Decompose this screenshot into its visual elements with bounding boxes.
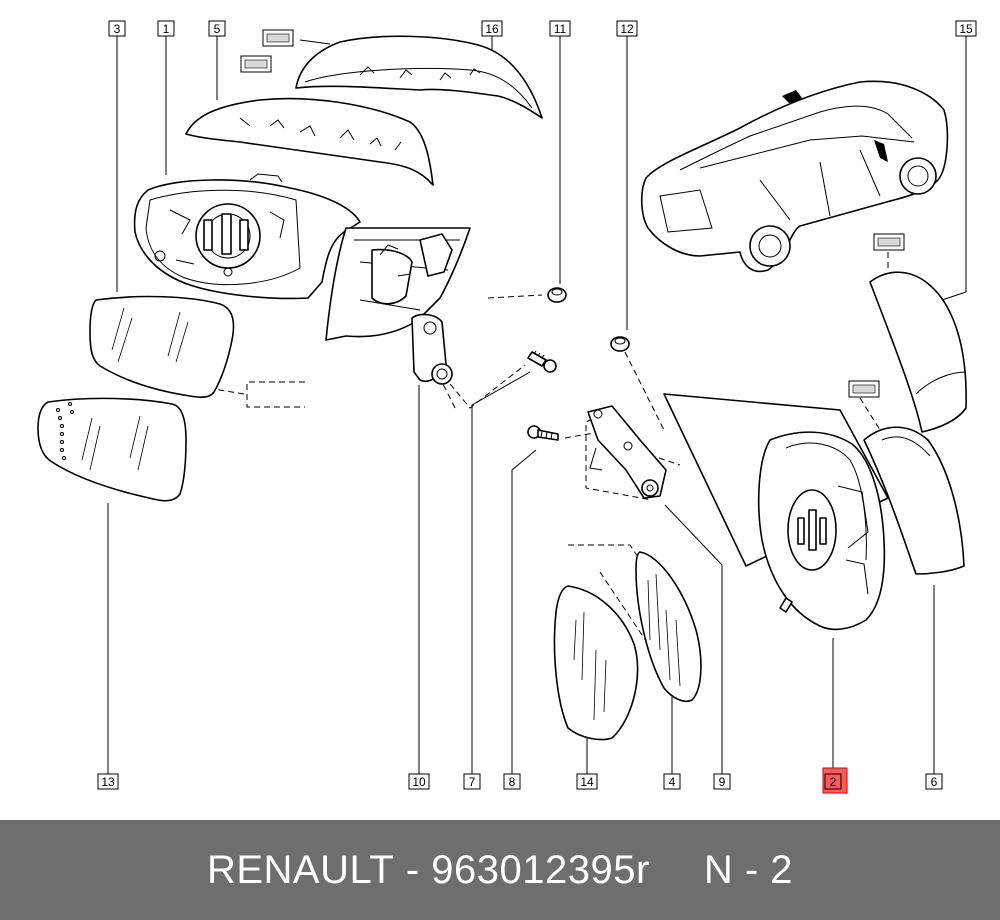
part-6-cover — [863, 426, 965, 575]
callout-11: 11 — [549, 20, 571, 37]
part-9-bracket — [587, 405, 667, 499]
callout-10: 10 — [408, 773, 430, 790]
svg-text:2: 2 — [830, 775, 837, 789]
exploded-mirror-diagram: 3 1 5 16 11 12 15 13 10 7 8 14 4 9 2 6 — [37, 20, 977, 794]
callout-1: 1 — [157, 20, 175, 37]
part-number: 963012395r — [431, 847, 650, 892]
svg-text:16: 16 — [485, 22, 499, 36]
svg-text:9: 9 — [719, 775, 726, 789]
part-12-clip — [610, 336, 630, 352]
part-8-screw — [527, 425, 559, 441]
separator: - — [405, 847, 420, 892]
reference-code: N - 2 — [703, 847, 794, 892]
svg-text:10: 10 — [412, 775, 426, 789]
callout-2-highlighted: 2 — [822, 767, 848, 794]
callout-3: 3 — [108, 20, 126, 37]
callout-8: 8 — [503, 773, 521, 790]
svg-text:13: 13 — [101, 775, 115, 789]
part-15-cover — [869, 271, 967, 433]
brand-name: RENAULT — [206, 847, 395, 892]
callout-16: 16 — [481, 20, 503, 37]
part-14-glass — [553, 585, 639, 741]
part-2-mirror-assembly — [757, 431, 886, 631]
part-7-screw — [527, 350, 557, 373]
svg-text:3: 3 — [114, 22, 121, 36]
svg-text:14: 14 — [580, 775, 594, 789]
svg-text:5: 5 — [214, 22, 221, 36]
part-4-glass — [635, 551, 702, 703]
part-11-clip — [547, 287, 567, 303]
callout-9: 9 — [713, 773, 731, 790]
callout-12: 12 — [616, 20, 638, 37]
callout-6: 6 — [925, 773, 943, 790]
callout-4: 4 — [663, 773, 681, 790]
callout-7: 7 — [463, 773, 481, 790]
svg-text:1: 1 — [163, 22, 170, 36]
svg-text:11: 11 — [554, 22, 567, 36]
svg-text:7: 7 — [469, 775, 476, 789]
svg-text:12: 12 — [620, 22, 634, 36]
leader-lines — [107, 36, 967, 774]
callout-boxes: 3 1 5 16 11 12 15 13 10 7 8 14 4 9 2 6 — [97, 20, 977, 794]
callout-13: 13 — [97, 773, 119, 790]
callout-14: 14 — [576, 773, 598, 790]
reference-tags — [240, 29, 905, 398]
part-number-footer: RENAULT - 963012395r N - 2 — [0, 820, 1000, 920]
svg-text:6: 6 — [931, 775, 938, 789]
part-3-mirror-glass — [89, 295, 235, 398]
part-16-upper-cover — [295, 35, 543, 119]
part-1-mirror-housing — [133, 173, 361, 300]
svg-text:8: 8 — [509, 775, 516, 789]
part-13-mirror-glass-indicator — [37, 397, 187, 502]
svg-text:4: 4 — [669, 775, 676, 789]
callout-15: 15 — [955, 20, 977, 37]
part-5-lower-cover — [185, 97, 434, 186]
svg-text:15: 15 — [959, 22, 973, 36]
callout-5: 5 — [208, 20, 226, 37]
part-10-motor-base — [325, 227, 471, 385]
car-illustration — [640, 80, 949, 273]
